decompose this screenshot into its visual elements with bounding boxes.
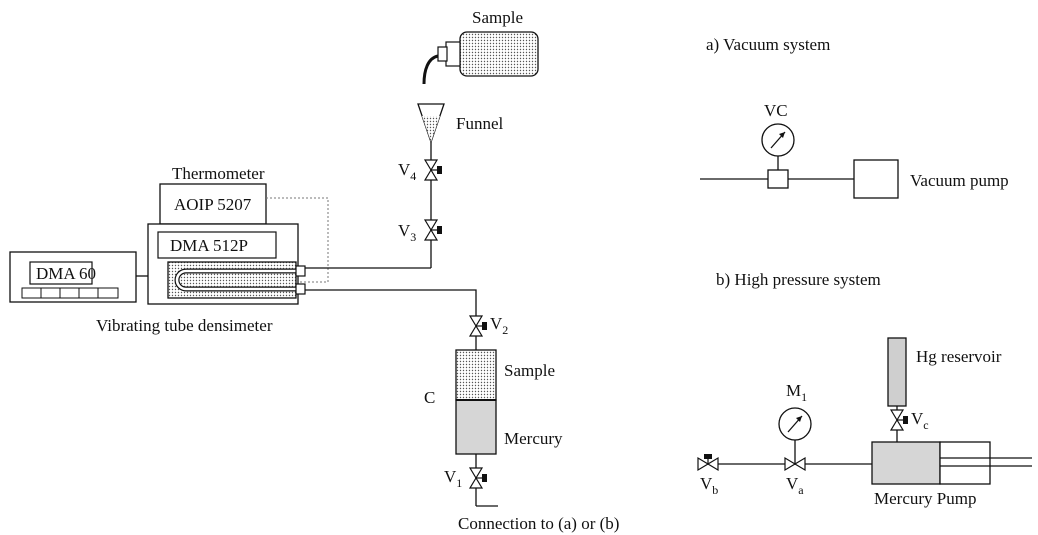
aoip-box <box>159 183 267 225</box>
valve-v2 <box>468 315 487 337</box>
hg-reservoir <box>887 337 907 407</box>
cell-c <box>455 349 497 455</box>
hg-reservoir-label: Hg reservoir <box>916 347 1002 366</box>
densimeter-label: Vibrating tube densimeter <box>96 316 273 335</box>
valve-vc-label: Vc <box>911 409 929 432</box>
dma512-panel <box>157 231 277 259</box>
valve-va <box>784 456 806 472</box>
valve-v3 <box>423 219 442 241</box>
valve-vc <box>889 409 908 431</box>
valve-vb-label: Vb <box>700 474 718 497</box>
valve-v4-label: V4 <box>398 160 416 183</box>
valve-v4 <box>423 159 442 181</box>
valve-v3-label: V3 <box>398 221 416 244</box>
dma60-label: DMA 60 <box>36 264 96 283</box>
valve-v1-label: V1 <box>444 467 462 490</box>
vacuum-pump-label: Vacuum pump <box>910 171 1009 190</box>
valve-v2-label: V2 <box>490 314 508 337</box>
cell-sample-label: Sample <box>504 361 555 380</box>
thermometer-probe-line <box>266 197 329 283</box>
valve-v1 <box>468 467 487 489</box>
mercury-pump-body <box>871 441 941 485</box>
valve-va-label: Va <box>786 474 804 497</box>
m1-label: M1 <box>786 381 807 404</box>
thermometer-label: Thermometer <box>172 164 265 183</box>
dma512-label: DMA 512P <box>170 236 248 255</box>
sample-bottle <box>422 31 539 85</box>
mercury-pump-cylinder <box>939 441 991 485</box>
valve-vb <box>697 454 719 472</box>
vacuum-pump-box <box>853 159 899 199</box>
mercury-pump-label: Mercury Pump <box>874 489 976 508</box>
manometer-m1 <box>778 407 812 464</box>
cell-mercury-label: Mercury <box>504 429 563 448</box>
vc-label: VC <box>764 101 788 120</box>
vacuum-title: a) Vacuum system <box>706 35 830 54</box>
aoip-label: AOIP 5207 <box>174 195 252 214</box>
sample-bottle-label: Sample <box>472 8 523 27</box>
connection-label: Connection to (a) or (b) <box>458 514 619 533</box>
vacuum-gauge <box>761 123 795 189</box>
funnel <box>417 103 445 145</box>
vibrating-tube <box>167 261 306 299</box>
hp-title: b) High pressure system <box>716 270 881 289</box>
dma60-keypad <box>21 287 119 299</box>
dma60-display <box>29 261 93 285</box>
funnel-label: Funnel <box>456 114 504 133</box>
cell-c-label: C <box>424 388 435 407</box>
